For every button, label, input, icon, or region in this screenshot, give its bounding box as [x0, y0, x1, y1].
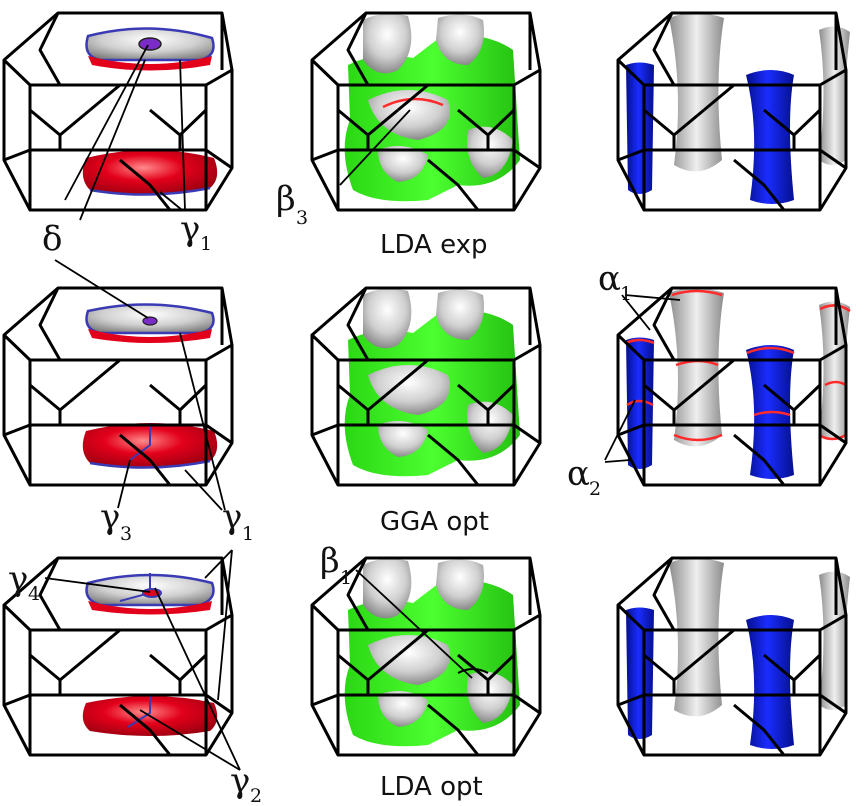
label-gamma-2: γ — [230, 761, 250, 801]
label-alpha-1: α — [598, 259, 621, 299]
panel-row3-sheets — [310, 556, 542, 757]
label-alpha-1-sub: 1 — [620, 283, 632, 305]
row-label-gga-opt: GGA opt — [380, 507, 489, 537]
label-gamma-1-row1: γ — [180, 209, 200, 249]
label-gamma-2-sub: 2 — [250, 785, 262, 806]
label-delta: δ — [42, 219, 62, 259]
panel-row2-sheets — [310, 286, 542, 487]
panel-row2-columns — [616, 286, 851, 487]
label-beta-1: β — [320, 541, 340, 581]
label-gamma-1-row1-sub: 1 — [200, 233, 212, 255]
label-gamma-1-row2-sub: 1 — [242, 523, 254, 545]
label-alpha-2: α — [567, 454, 590, 494]
row-label-lda-exp: LDA exp — [380, 230, 488, 260]
label-gamma-4-sub: 4 — [28, 583, 40, 605]
panel-row2-pockets — [2, 286, 234, 487]
label-beta-3-sub: 3 — [296, 207, 308, 229]
label-gamma-3: γ — [100, 497, 120, 537]
label-gamma-1-row2: γ — [222, 497, 242, 537]
row-label-lda-opt: LDA opt — [380, 772, 483, 802]
panel-row1-pockets — [2, 11, 234, 212]
panel-row1-sheets — [310, 11, 542, 212]
label-beta-1-sub: 1 — [340, 567, 352, 589]
label-alpha-2-sub: 2 — [589, 478, 601, 500]
label-gamma-3-sub: 3 — [120, 523, 132, 545]
label-gamma-4: γ — [8, 559, 28, 599]
label-beta-3: β — [276, 179, 296, 219]
annotation-arrows — [44, 44, 681, 771]
panel-row3-columns — [616, 556, 850, 757]
panel-row1-columns — [616, 11, 850, 212]
